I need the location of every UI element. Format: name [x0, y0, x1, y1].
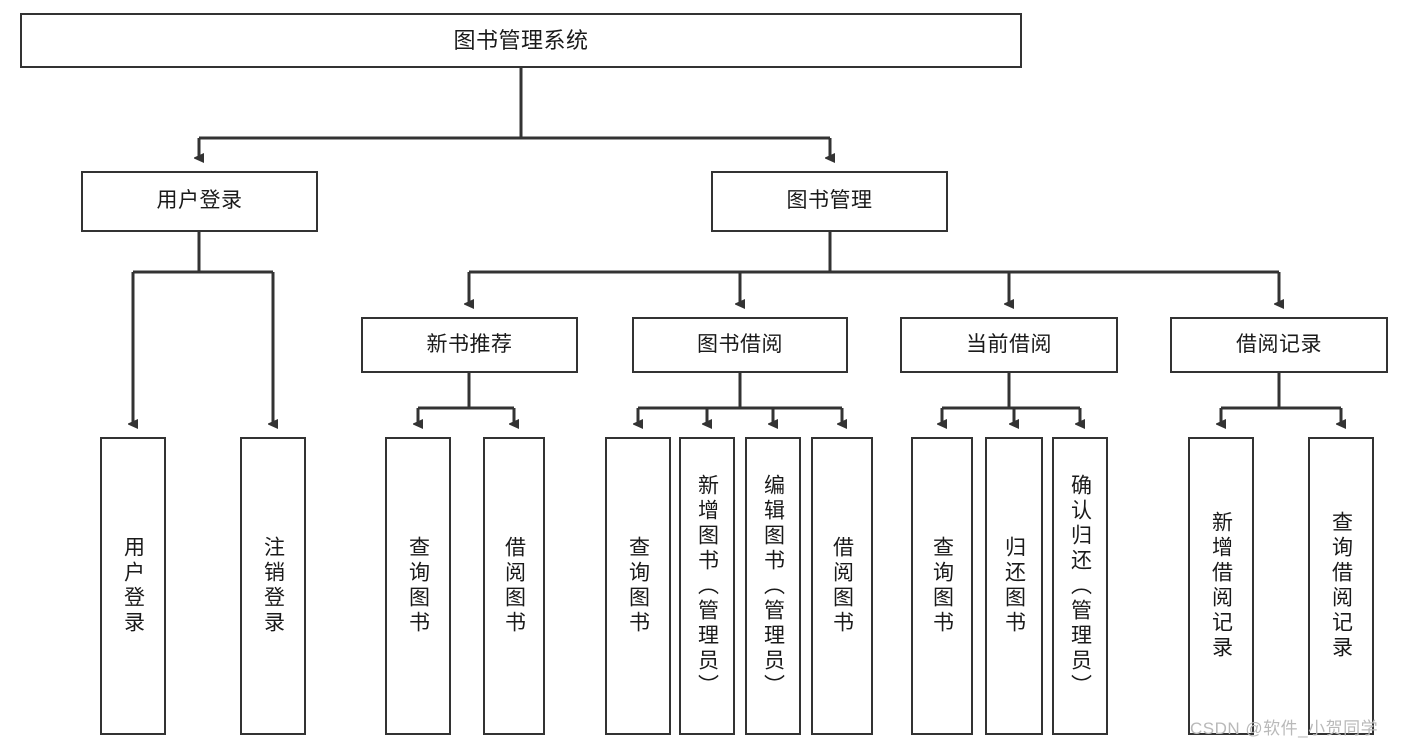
leaf-edit-book-admin-label: 编辑图书（管理员）	[761, 474, 785, 699]
leaf-user-login[interactable]: 用户登录	[100, 437, 166, 735]
leaf-add-book-admin[interactable]: 新增图书（管理员）	[679, 437, 735, 735]
node-book-borrow-label: 图书借阅	[697, 332, 783, 356]
node-current-borrow[interactable]: 当前借阅	[900, 317, 1118, 373]
leaf-confirm-return-admin-label: 确认归还（管理员）	[1068, 474, 1092, 699]
node-root[interactable]: 图书管理系统	[20, 13, 1022, 68]
leaf-query-book-borrow-label: 查询图书	[626, 536, 650, 636]
leaf-return-book[interactable]: 归还图书	[985, 437, 1043, 735]
leaf-edit-book-admin[interactable]: 编辑图书（管理员）	[745, 437, 801, 735]
leaf-confirm-return-admin[interactable]: 确认归还（管理员）	[1052, 437, 1108, 735]
node-new-book-recommend[interactable]: 新书推荐	[361, 317, 578, 373]
node-borrow-record[interactable]: 借阅记录	[1170, 317, 1388, 373]
node-current-borrow-label: 当前借阅	[966, 332, 1052, 356]
node-book-borrow[interactable]: 图书借阅	[632, 317, 848, 373]
leaf-borrow-book-new[interactable]: 借阅图书	[483, 437, 545, 735]
node-new-book-recommend-label: 新书推荐	[426, 332, 513, 356]
leaf-query-book-current[interactable]: 查询图书	[911, 437, 973, 735]
leaf-return-book-label: 归还图书	[1002, 536, 1026, 636]
leaf-borrow-book-label: 借阅图书	[830, 536, 854, 636]
node-book-management[interactable]: 图书管理	[711, 171, 948, 232]
leaf-logout[interactable]: 注销登录	[240, 437, 306, 735]
leaf-query-book-borrow[interactable]: 查询图书	[605, 437, 671, 735]
leaf-query-book-new[interactable]: 查询图书	[385, 437, 451, 735]
leaf-add-borrow-record-label: 新增借阅记录	[1209, 511, 1233, 661]
leaf-query-borrow-record[interactable]: 查询借阅记录	[1308, 437, 1374, 735]
node-user-login[interactable]: 用户登录	[81, 171, 318, 232]
leaf-user-login-label: 用户登录	[121, 536, 145, 636]
leaf-query-borrow-record-label: 查询借阅记录	[1329, 511, 1353, 661]
node-borrow-record-label: 借阅记录	[1236, 332, 1322, 356]
node-book-management-label: 图书管理	[786, 189, 873, 213]
leaf-add-borrow-record[interactable]: 新增借阅记录	[1188, 437, 1254, 735]
leaf-borrow-book[interactable]: 借阅图书	[811, 437, 873, 735]
node-root-label: 图书管理系统	[453, 27, 589, 53]
leaf-add-book-admin-label: 新增图书（管理员）	[695, 474, 719, 699]
node-user-login-label: 用户登录	[156, 189, 243, 213]
csdn-watermark: CSDN @软件_小贺同学	[1190, 719, 1379, 738]
leaf-logout-label: 注销登录	[261, 536, 285, 636]
leaf-borrow-book-new-label: 借阅图书	[502, 536, 526, 636]
leaf-query-book-current-label: 查询图书	[930, 536, 954, 636]
leaf-query-book-new-label: 查询图书	[406, 536, 430, 636]
